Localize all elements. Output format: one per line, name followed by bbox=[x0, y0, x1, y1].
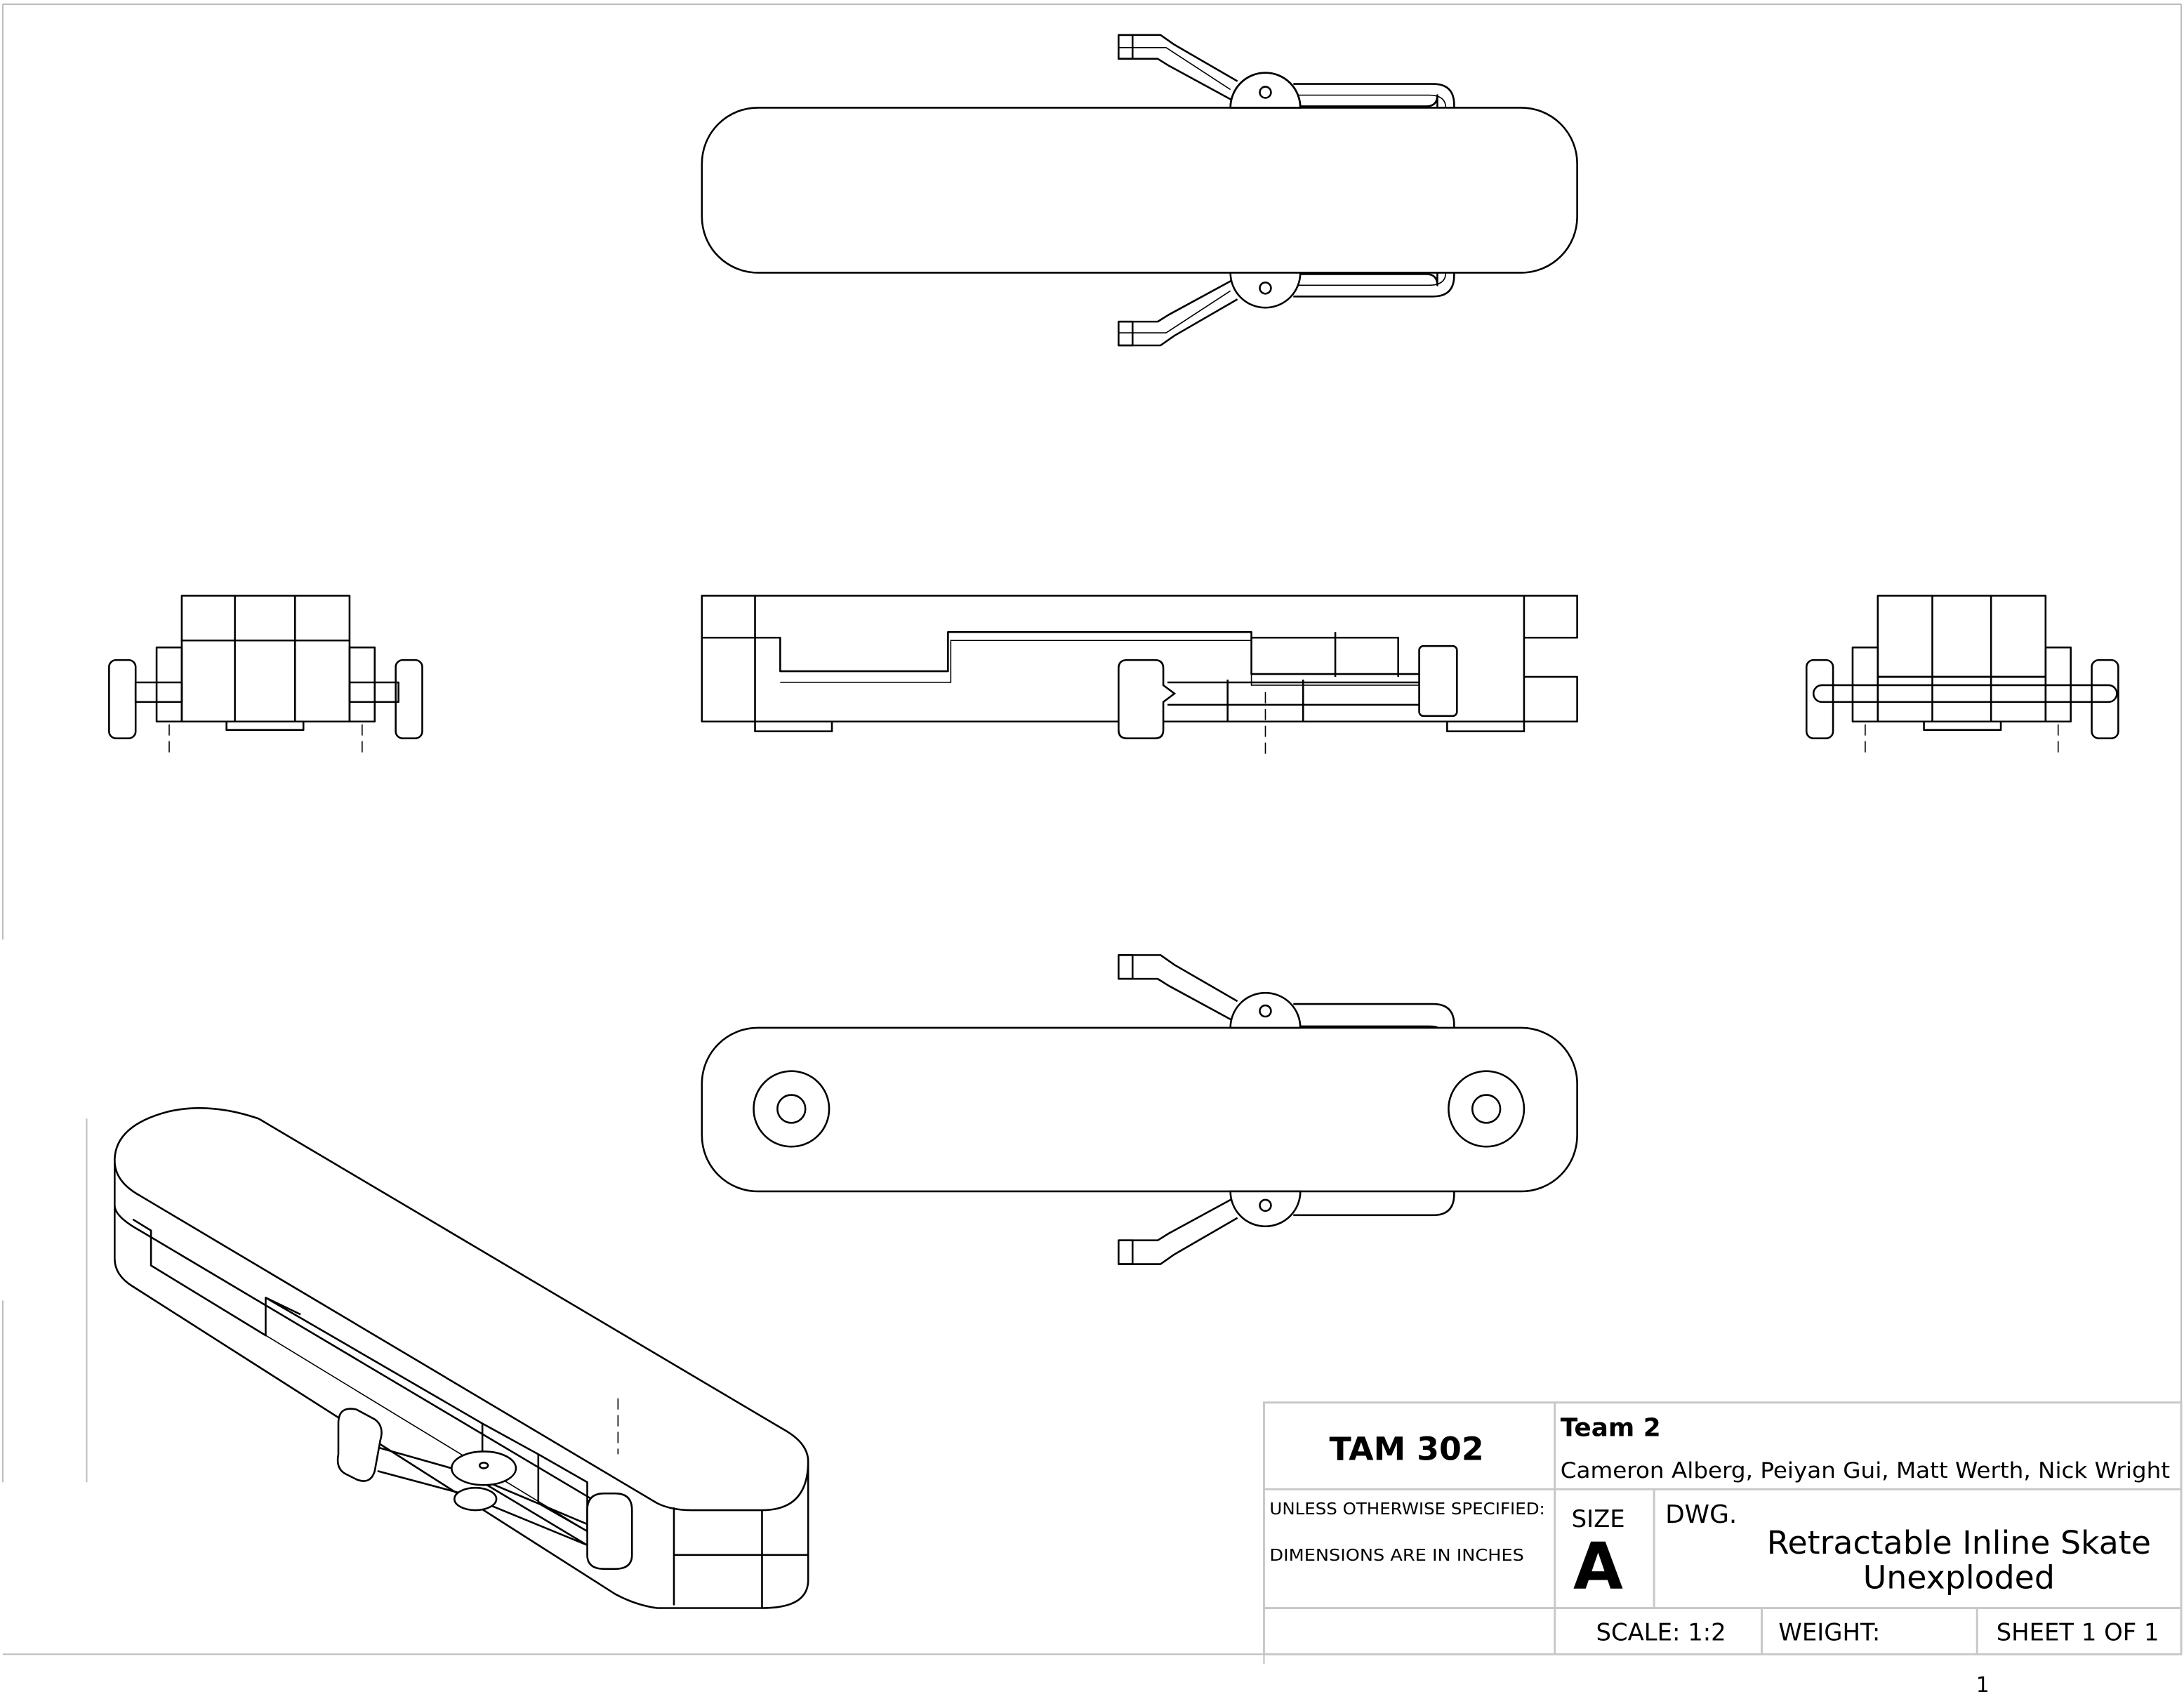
dwg-label: DWG. bbox=[1665, 1500, 1737, 1529]
bottom-view bbox=[701, 954, 1578, 1265]
top-view bbox=[701, 34, 1578, 347]
axle-hole-icon bbox=[753, 1070, 830, 1148]
drawing-title-line1: Retractable Inline Skate bbox=[1767, 1523, 2151, 1561]
deck-bottom bbox=[701, 1026, 1578, 1193]
page-marker: 1 bbox=[1976, 1673, 1990, 1698]
note-unless-specified: UNLESS OTHERWISE SPECIFIED: bbox=[1269, 1500, 1544, 1519]
note-dimensions-inches: DIMENSIONS ARE IN INCHES bbox=[1269, 1547, 1523, 1565]
team-label: Team 2 bbox=[1561, 1414, 1661, 1443]
drawing-title-line2: Unexploded bbox=[1863, 1559, 2055, 1596]
left-end-view bbox=[108, 595, 423, 758]
size-value: A bbox=[1573, 1529, 1623, 1604]
team-members: Cameron Alberg, Peiyan Gui, Matt Werth, … bbox=[1561, 1458, 2170, 1483]
axle-hole-icon bbox=[1448, 1070, 1526, 1148]
deck-top bbox=[701, 107, 1578, 274]
title-block: TAM 302 Team 2 Cameron Alberg, Peiyan Gu… bbox=[1262, 1401, 2183, 1665]
isometric-view bbox=[86, 1107, 809, 1609]
right-end-view bbox=[1805, 595, 2119, 758]
arm-bottom bbox=[1118, 272, 1455, 347]
side-view bbox=[701, 595, 1578, 758]
weight-label: WEIGHT: bbox=[1778, 1618, 1880, 1646]
size-label: SIZE bbox=[1572, 1505, 1625, 1533]
sheet-number: SHEET 1 OF 1 bbox=[1997, 1618, 2159, 1646]
sheet-border bbox=[1, 4, 2183, 1655]
pivot-pin-icon bbox=[1259, 86, 1272, 99]
scale-value: SCALE: 1:2 bbox=[1596, 1618, 1726, 1646]
arm-top bbox=[1118, 34, 1455, 108]
course-label: TAM 302 bbox=[1330, 1429, 1484, 1467]
